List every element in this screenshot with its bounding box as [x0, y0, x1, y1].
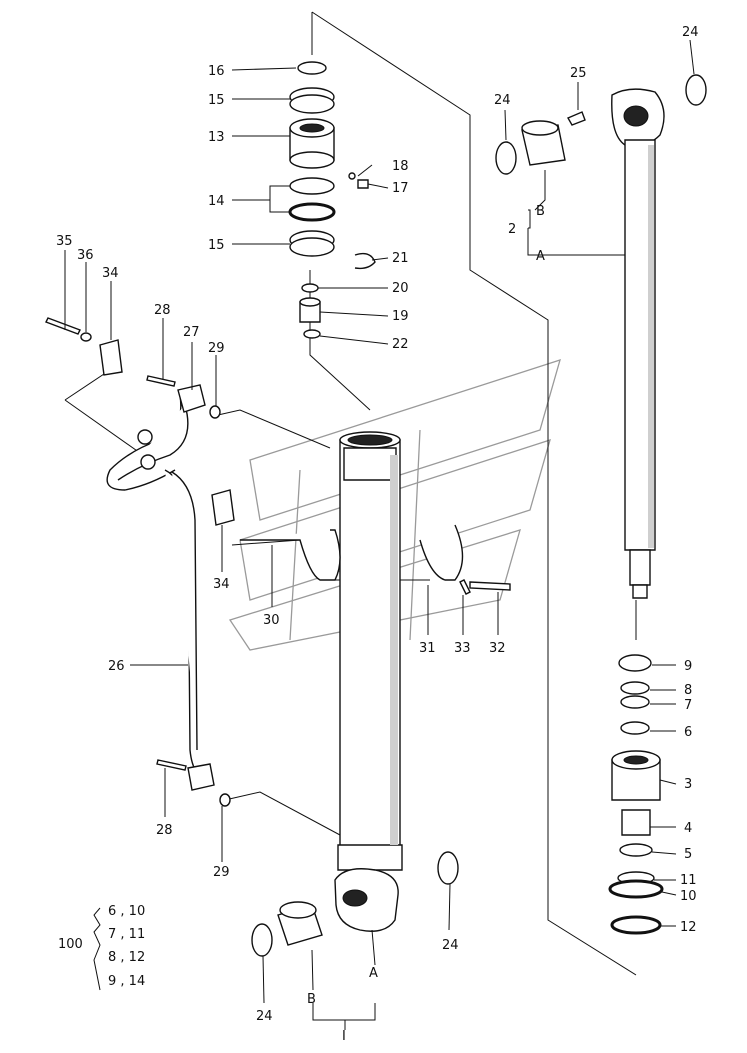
callout-3: 3 — [684, 777, 692, 792]
seal-24-top-left — [495, 141, 517, 175]
bolt-28-bottom — [156, 759, 187, 771]
callout-34-lower: 34 — [213, 577, 230, 592]
callout-5: 5 — [684, 847, 692, 862]
callout-4: 4 — [684, 821, 692, 836]
callout-9: 9 — [684, 659, 692, 674]
callout-24-top-right: 24 — [682, 25, 699, 40]
o-ring-29-bottom — [219, 793, 231, 807]
callout-24-top-left: 24 — [494, 93, 511, 108]
callout-29-bottom: 29 — [213, 865, 230, 880]
callout-35: 35 — [56, 234, 73, 249]
callout-14: 14 — [208, 194, 225, 209]
kit-row-4: 9 , 14 — [108, 974, 145, 989]
flange-27 — [177, 384, 206, 413]
callout-24-bottom-right: 24 — [442, 938, 459, 953]
callout-27: 27 — [183, 325, 200, 340]
callout-21: 21 — [392, 251, 409, 266]
callout-19: 19 — [392, 309, 409, 324]
callout-1: I — [342, 1029, 346, 1044]
callout-15-top: 15 — [208, 93, 225, 108]
pin-33 — [459, 579, 471, 595]
bolt-28-top — [146, 375, 176, 387]
washer-36 — [80, 332, 92, 342]
kit-number: 100 — [58, 937, 83, 952]
bottom-bushing — [277, 901, 323, 946]
seal-24-bottom-right — [437, 851, 459, 885]
callout-29-top: 29 — [208, 341, 225, 356]
callout-34-top: 34 — [102, 266, 119, 281]
callout-20: 20 — [392, 281, 409, 296]
callout-15-bottom: 15 — [208, 238, 225, 253]
callout-7: 7 — [684, 698, 692, 713]
grease-nipple-25 — [567, 111, 586, 126]
callout-17: 17 — [392, 181, 409, 196]
callout-10: 10 — [680, 889, 697, 904]
bracket-30 — [240, 529, 341, 581]
callout-16: 16 — [208, 64, 225, 79]
seal-24-bottom-left — [251, 923, 273, 957]
callout-8: 8 — [684, 683, 692, 698]
o-ring-29-top — [209, 405, 221, 419]
piston-rod — [611, 88, 665, 599]
callout-31: 31 — [419, 641, 436, 656]
callout-30: 30 — [263, 613, 280, 628]
kit-row-2: 7 , 11 — [108, 927, 145, 942]
callout-32: 32 — [489, 641, 506, 656]
callout-33: 33 — [454, 641, 471, 656]
kit-row-3: 8 , 12 — [108, 950, 145, 965]
head-parts-stack — [288, 61, 376, 339]
leader-lines — [64, 39, 695, 1030]
clamp-34-top — [99, 339, 123, 376]
rod-bushing — [521, 120, 566, 166]
callout-24-bottom-left: 24 — [256, 1009, 273, 1024]
bracket-31 — [419, 524, 464, 581]
callout-2: 2 — [508, 222, 516, 237]
callout-A-top: A — [536, 249, 545, 264]
callout-labels: 16 15 13 18 17 14 15 21 20 19 22 35 36 3… — [56, 25, 699, 1044]
callout-B-bottom: B — [307, 992, 316, 1007]
flange-lower — [187, 763, 215, 791]
callout-28-top: 28 — [154, 303, 171, 318]
repair-kit-table: 100 6 , 10 7 , 11 8 , 12 9 , 14 — [58, 904, 145, 989]
hydraulic-pipes — [106, 394, 201, 776]
seal-24-top-right — [685, 74, 707, 106]
callout-22: 22 — [392, 337, 409, 352]
callout-11: 11 — [680, 873, 697, 888]
callout-B-top: B — [536, 204, 545, 219]
bolt-32 — [469, 581, 511, 591]
kit-row-1: 6 , 10 — [108, 904, 145, 919]
callout-13: 13 — [208, 130, 225, 145]
callout-A-bottom: A — [369, 966, 378, 981]
piston-parts-stack — [608, 654, 664, 935]
callout-25: 25 — [570, 66, 587, 81]
callout-26: 26 — [108, 659, 125, 674]
callout-18: 18 — [392, 159, 409, 174]
callout-36: 36 — [77, 248, 94, 263]
callout-12: 12 — [680, 920, 697, 935]
clamp-34-lower — [211, 489, 235, 526]
cylinder-tube — [334, 431, 403, 932]
callout-6: 6 — [684, 725, 692, 740]
guide-lines — [64, 11, 637, 976]
callout-28-bottom: 28 — [156, 823, 173, 838]
bolt-35 — [45, 317, 81, 335]
